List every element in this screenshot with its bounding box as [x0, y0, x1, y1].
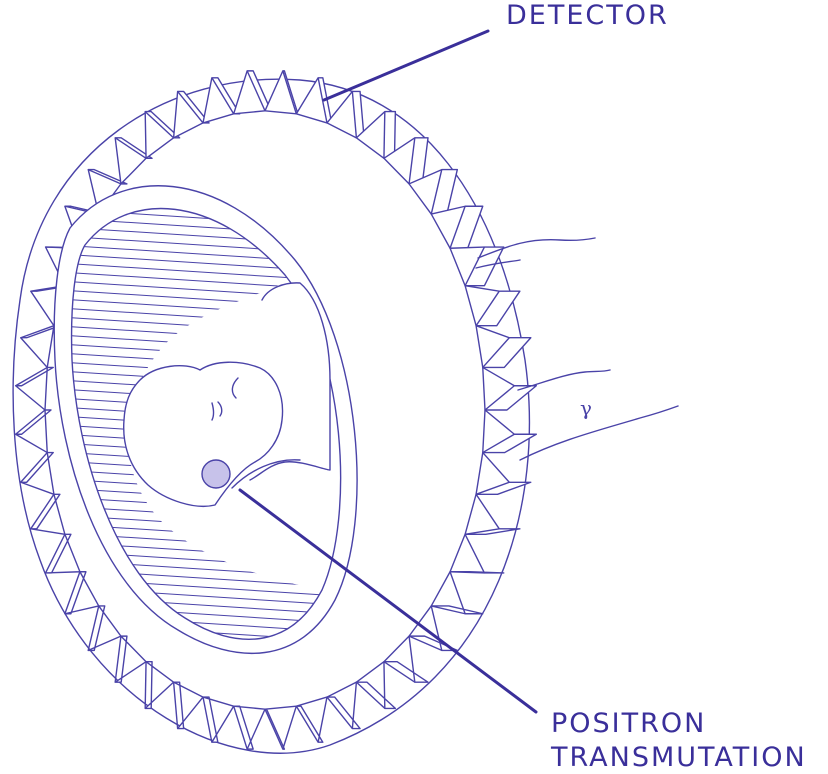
- detector-tooth: [172, 681, 204, 730]
- detector-tooth: [14, 366, 54, 411]
- detector-tooth-edge: [326, 696, 353, 730]
- detector-tooth-edge: [264, 708, 284, 750]
- detector-tooth: [87, 605, 122, 652]
- detector-tooth-edge: [114, 137, 147, 159]
- detector-tooth: [408, 605, 459, 652]
- detector-tooth-edge: [484, 385, 515, 411]
- leader-lines: [238, 29, 538, 714]
- gamma-ray-lower: [517, 369, 611, 391]
- detector-tooth-edge: [144, 111, 175, 139]
- detector-tooth-edge: [114, 636, 122, 683]
- patient: [123, 282, 331, 507]
- detector-tooth-edge: [450, 571, 485, 574]
- detector-tooth: [264, 70, 299, 115]
- detector-tooth: [202, 696, 235, 743]
- detector-tooth: [44, 533, 81, 574]
- detector-tooth: [144, 661, 175, 710]
- detector-tooth-edge: [408, 635, 443, 652]
- detector-tooth-edge: [202, 696, 213, 743]
- bore-inner-rim: [70, 207, 342, 641]
- detector-tooth-edge: [44, 533, 66, 574]
- detector-tooth: [449, 533, 505, 574]
- detector-tooth: [383, 137, 429, 185]
- detector-tooth: [326, 681, 361, 730]
- detector-tooth-edge: [295, 705, 319, 743]
- detector-tooth-edge: [431, 605, 466, 615]
- detector-tooth-edge: [172, 682, 179, 729]
- detector-tooth: [20, 325, 61, 369]
- detector-tooth: [144, 110, 181, 159]
- detector-tooth-edge: [465, 528, 500, 535]
- detector-tooth: [449, 246, 505, 287]
- patient-neck-line: [231, 459, 301, 489]
- detector-tooth: [20, 451, 55, 495]
- positron-leader: [238, 488, 538, 714]
- detector-tooth-edge: [482, 433, 515, 454]
- detector-tooth-edge: [383, 661, 416, 683]
- detector-tooth-edge: [475, 290, 500, 327]
- detector-tooth-edge: [20, 325, 55, 339]
- detector-tooth-edge: [87, 168, 122, 185]
- positron-label-line1: POSITRON: [551, 708, 706, 739]
- detector-tooth-edge: [464, 246, 486, 287]
- detector-tooth-edge: [246, 70, 266, 112]
- detector-tooth: [475, 451, 532, 495]
- detector-tooth: [295, 696, 328, 743]
- detector-tooth: [475, 325, 532, 369]
- positron-marker: [201, 459, 231, 489]
- gamma-ray-upper: [477, 237, 596, 259]
- gamma-ray-upper-lower-edge: [475, 259, 521, 269]
- detector-tooth: [430, 571, 484, 615]
- detector-tooth-edge: [383, 111, 386, 159]
- detector-tooth: [482, 366, 538, 411]
- gamma-rays: [475, 237, 679, 461]
- detector-tooth-edge: [430, 169, 443, 215]
- detector-tooth: [295, 77, 333, 124]
- detector-tooth-edge: [15, 409, 46, 435]
- detector-tooth: [114, 635, 147, 683]
- detector-tooth-edge: [482, 337, 510, 368]
- gamma-symbol: γ: [580, 396, 592, 420]
- detector-tooth: [264, 705, 298, 750]
- detector-tooth: [232, 705, 266, 750]
- detector-tooth: [464, 493, 521, 535]
- detector-tooth-edge: [355, 681, 386, 709]
- detector-tooth: [30, 493, 66, 535]
- detector-tooth-edge: [144, 661, 147, 709]
- patient-head: [123, 361, 284, 507]
- detector-tooth-edge: [177, 90, 204, 124]
- detector-tooth-edge: [233, 705, 248, 750]
- patient-ear-line: [231, 377, 239, 399]
- detector-tooth: [408, 168, 459, 215]
- gamma-ray-lower-bottom: [519, 405, 679, 461]
- detector-label: DETECTOR: [506, 0, 669, 31]
- detector-leader: [322, 29, 490, 102]
- detector-tooth: [464, 285, 521, 327]
- patient-eye: [211, 402, 215, 421]
- detector-tooth: [172, 90, 210, 139]
- detector-tooth-edge: [351, 91, 358, 138]
- detector-tooth-edge: [475, 481, 510, 495]
- detector-tooth: [482, 409, 538, 454]
- detector-tooth-edge: [30, 493, 55, 530]
- detector-tooth-edge: [64, 571, 81, 614]
- detector-tooth: [355, 661, 397, 710]
- patient-eye-2: [217, 401, 223, 417]
- detector-tooth: [383, 635, 429, 683]
- detector-tooth-edge: [282, 70, 297, 115]
- detector-tooth: [355, 110, 397, 159]
- detector-tooth-edge: [20, 452, 48, 483]
- detector-tooth-edge: [211, 77, 235, 115]
- detector-tooth-edge: [15, 366, 48, 387]
- positron-label-line2: TRANSMUTATION: [550, 742, 807, 773]
- detector-tooth: [14, 409, 52, 454]
- detector-tooth-edge: [408, 137, 416, 184]
- detector-tooth-edge: [87, 605, 100, 651]
- detector-tooth: [64, 571, 100, 615]
- detector-tooth: [114, 137, 153, 185]
- detector-tooth-edge: [449, 206, 466, 249]
- detector-tooth: [202, 77, 241, 124]
